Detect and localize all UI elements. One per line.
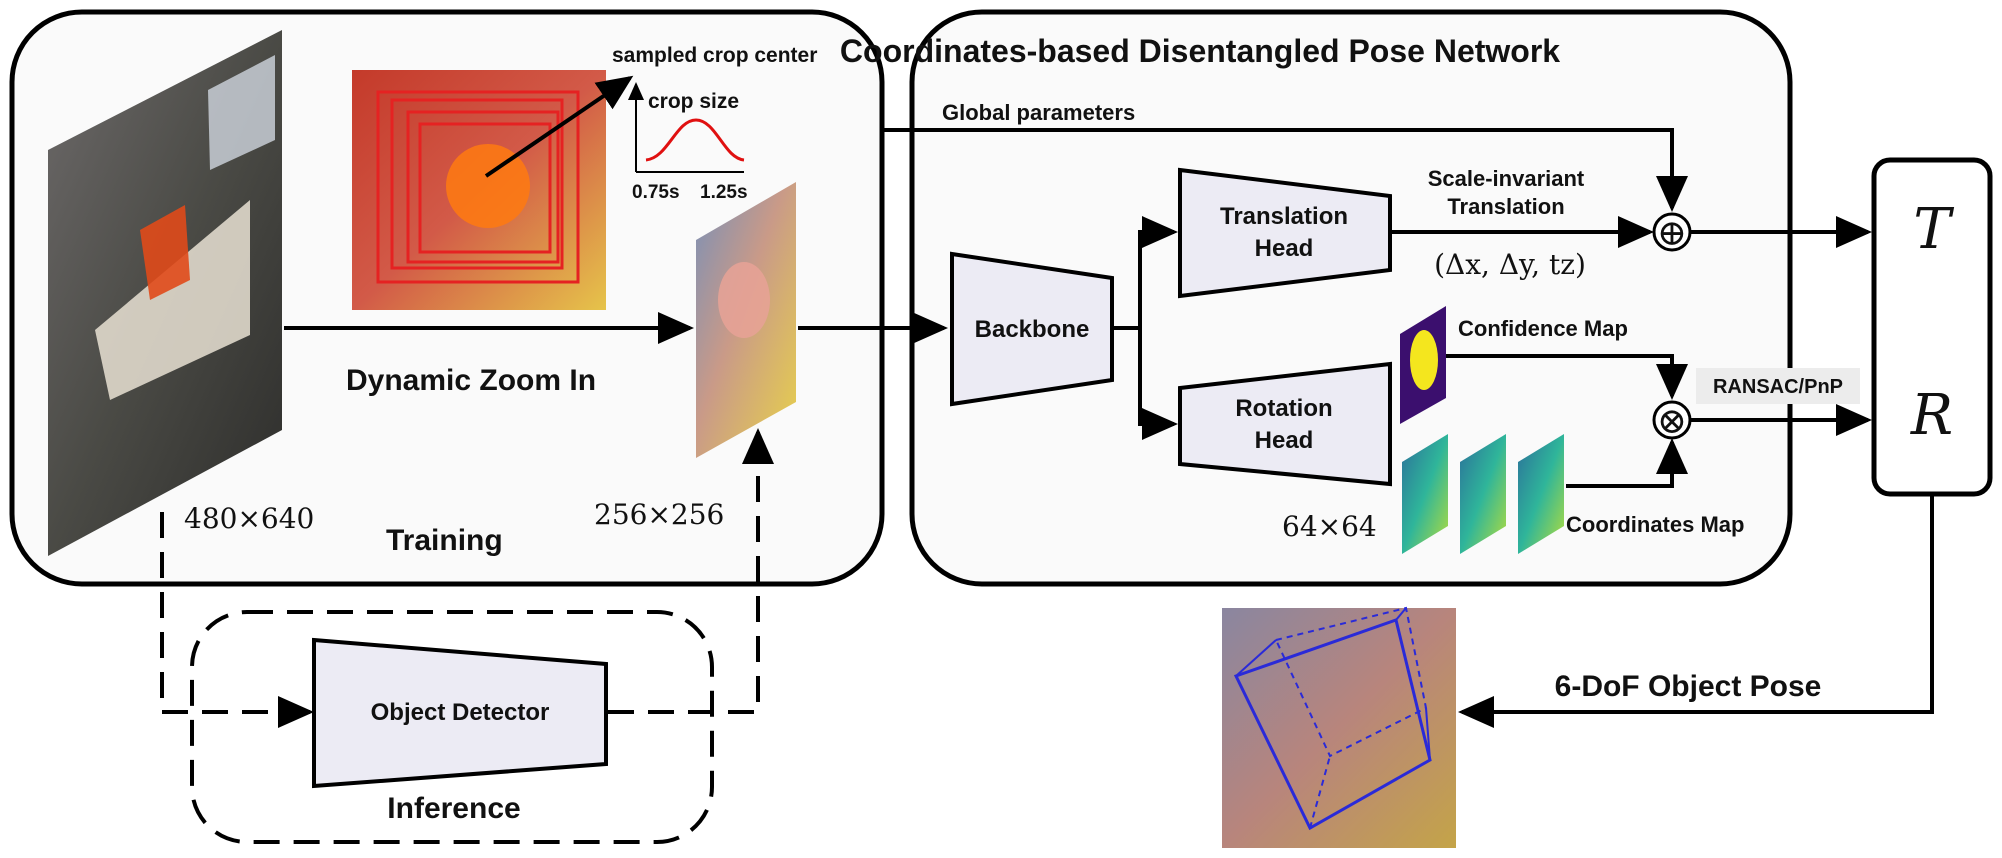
object-detector-block (312, 637, 608, 789)
confidence-map-label: Confidence Map (1458, 316, 1628, 341)
sum-symbol: ⊕ (1657, 213, 1687, 254)
rotation-head-label-2: Head (1255, 427, 1314, 454)
res-map-label: 64×64 (1282, 510, 1377, 543)
res-crop-label: 256×256 (594, 498, 724, 531)
translation-head-block (1178, 167, 1392, 299)
object-detector-label: Object Detector (371, 699, 550, 726)
crop-size-plot: crop size 0.75s 1.25s (628, 82, 748, 203)
inference-path-in (160, 512, 306, 714)
translation-output-T: T (1913, 197, 1954, 262)
pose-box-edge (1309, 755, 1331, 829)
scene-image (48, 30, 282, 556)
global-parameters-line (882, 128, 1688, 212)
rotation-head-block (1178, 361, 1392, 487)
pose-box-edge (1395, 607, 1407, 621)
crop-box (376, 90, 580, 284)
res-full-label: 480×640 (184, 502, 314, 535)
scale-invariant-label-2: Translation (1447, 194, 1564, 219)
tick-right-label: 1.25s (700, 182, 748, 203)
backbone-block (950, 251, 1114, 407)
crop-size-label: crop size (648, 90, 739, 113)
ransac-pnp-label: RANSAC/PnP (1713, 376, 1843, 398)
pose-box-edge (1235, 639, 1277, 677)
gaussian-curve (645, 118, 745, 162)
crop-box (418, 122, 552, 254)
translation-head-label-1: Translation (1220, 203, 1348, 230)
zoomed-crop-image (696, 182, 796, 458)
network-title: Coordinates-based Disentangled Pose Netw… (840, 33, 1560, 69)
rotation-head-label-1: Rotation (1235, 395, 1332, 422)
rotation-output-R: R (1910, 383, 1953, 448)
sampled-crop-center-label: sampled crop center (612, 44, 817, 67)
pose-result-image (1222, 606, 1456, 848)
confidence-to-product (1446, 354, 1688, 400)
inference-panel (190, 610, 714, 844)
inference-path-out (608, 440, 760, 714)
crop-sampling-image (352, 70, 606, 310)
confidence-map-image (1400, 306, 1446, 424)
crop-box (406, 110, 560, 264)
ransac-label-bg (1696, 368, 1860, 404)
six-dof-label: 6-DoF Object Pose (1555, 670, 1822, 703)
backbone-label: Backbone (975, 316, 1090, 343)
coordinates-map-images (1402, 434, 1564, 554)
to-rotation-head (1138, 328, 1178, 440)
scale-invariant-label-1: Scale-invariant (1428, 166, 1585, 191)
delta-tuple-label: (Δx, Δy, tz) (1434, 248, 1586, 281)
to-translation-head (1138, 216, 1178, 328)
pose-box-edge (1425, 707, 1431, 761)
translation-head-label-2: Head (1255, 235, 1314, 262)
pose-output-box (1871, 157, 1993, 497)
global-parameters-label: Global parameters (942, 100, 1135, 125)
training-label: Training (386, 524, 503, 557)
inference-label: Inference (387, 792, 520, 825)
tick-left-label: 0.75s (632, 182, 680, 203)
pose-output-arrow (1458, 496, 1934, 728)
dynamic-zoom-in-label: Dynamic Zoom In (346, 364, 596, 397)
network-panel (909, 9, 1793, 587)
crop-box (390, 98, 564, 270)
crop-center-arrow (484, 75, 634, 178)
coordinates-map-label: Coordinates Map (1566, 512, 1744, 537)
crop-center-cloud (446, 144, 530, 228)
product-symbol: ⊗ (1657, 401, 1687, 442)
coordinates-to-product (1566, 438, 1688, 488)
